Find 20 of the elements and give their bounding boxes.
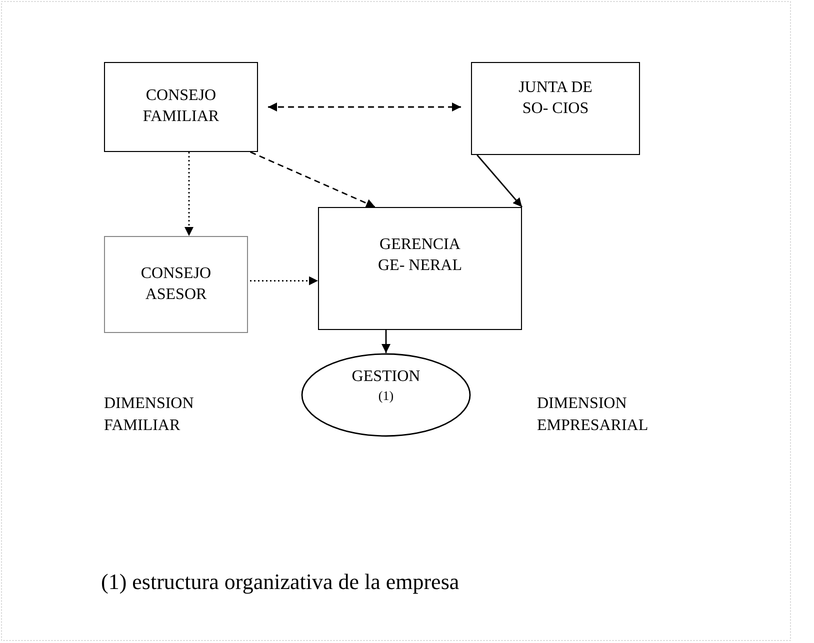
arrow [268,102,461,112]
node-text: (1) [378,388,394,405]
footnote: (1) estructura organizativa de la empresa [101,568,460,596]
node-text: GERENCIA GE- NERAL [377,235,463,276]
node-text: GESTION [352,367,420,387]
node-text: CONSEJO FAMILIAR [142,86,220,127]
process-ellipse [301,353,471,437]
node-text: CONSEJO ASESOR [140,264,212,304]
process-box [104,236,248,333]
node-text: JUNTA DE SO- CIOS [518,78,594,118]
arrow [184,152,194,236]
arrow [476,154,523,208]
dimension-label: DIMENSION EMPRESARIAL [537,394,650,436]
process-box [471,62,640,155]
arrow [250,276,318,286]
dimension-label: DIMENSION FAMILIAR [104,394,195,436]
arrow [382,330,390,353]
process-box [104,62,258,152]
process-box [318,207,522,330]
arrow [250,151,376,208]
